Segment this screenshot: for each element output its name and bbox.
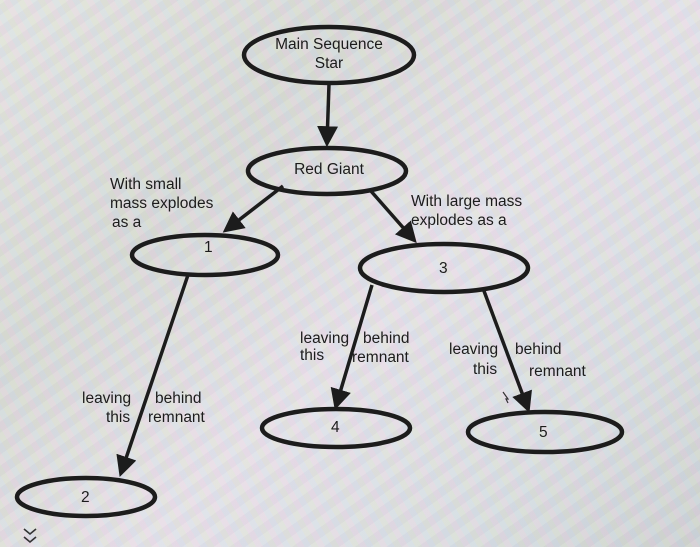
mid-remnant-w1: leaving — [300, 330, 350, 347]
large-mass-line1: With large mass — [411, 193, 523, 210]
arrow-node1-to-node2 — [116, 274, 190, 477]
node-5-ellipse — [465, 409, 625, 455]
left-remnant-w4: remnant — [148, 409, 205, 426]
right-remnant-w4: remnant — [529, 363, 586, 380]
node-3-ellipse — [357, 241, 531, 295]
red-giant-ellipse — [245, 145, 409, 197]
node-3-label: 3 — [439, 260, 448, 277]
left-remnant-w2: behind — [155, 390, 202, 407]
right-remnant-w1: leaving — [449, 341, 499, 358]
large-mass-label: With large mass explodes as a — [411, 192, 522, 230]
right-remnant-w2: behind — [515, 341, 562, 358]
node-2-label: 2 — [81, 489, 90, 506]
node-1-label: 1 — [204, 239, 213, 256]
node-2-ellipse — [14, 475, 158, 519]
cursor-icon — [502, 391, 510, 404]
arrow-redgiant-to-node3 — [368, 188, 417, 244]
small-mass-label: With small mass explodes as a — [110, 175, 213, 232]
node-1-ellipse — [129, 232, 281, 278]
small-mass-line2: mass explodes — [110, 195, 214, 212]
chevron-down-icon[interactable] — [22, 526, 38, 546]
arrow-node3-to-node4 — [330, 284, 374, 411]
mid-remnant-w2: behind — [363, 330, 410, 347]
red-giant-label: Red Giant — [294, 161, 364, 178]
small-mass-line1: With small — [110, 176, 182, 193]
right-remnant-w3: this — [473, 361, 498, 378]
node-4-label: 4 — [331, 419, 340, 436]
left-remnant-w3: this — [106, 409, 131, 426]
arrow-redgiant-to-node1 — [222, 184, 285, 233]
main-sequence-ellipse — [241, 24, 417, 86]
mid-remnant-w4: remnant — [352, 349, 409, 366]
main-sequence-line2: Star — [314, 55, 344, 72]
large-mass-line2: explodes as a — [411, 212, 507, 229]
arrow-node3-to-node5 — [482, 290, 532, 413]
left-remnant-w1: leaving — [82, 390, 132, 407]
main-sequence-line1: Main Sequence — [275, 36, 383, 53]
arrow-main-to-redgiant — [317, 83, 339, 148]
small-mass-line3: as a — [112, 214, 142, 231]
node-5-label: 5 — [539, 424, 548, 441]
mid-remnant-w3: this — [300, 347, 325, 364]
main-sequence-label: Main Sequence Star — [268, 35, 390, 73]
